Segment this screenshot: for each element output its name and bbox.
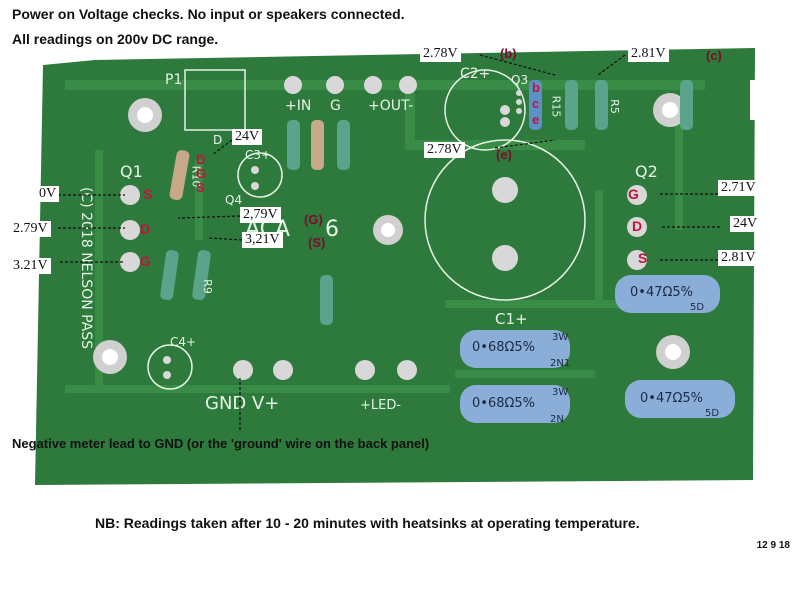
- footer-note: NB: Readings taken after 10 - 20 minutes…: [95, 515, 640, 531]
- capacitor-outline-c3: [237, 152, 283, 198]
- silk-led: +LED-: [360, 398, 402, 413]
- pin-q4-g: G: [196, 166, 207, 181]
- silk-r9: R9: [200, 279, 214, 294]
- resistor-code-right-bottom: 5D: [705, 408, 720, 419]
- silk-c2: C2+: [460, 66, 491, 82]
- silk-aca-num: 6: [325, 217, 339, 242]
- pin-q2-s: S: [638, 250, 648, 266]
- pin-q4-d: D: [196, 152, 206, 167]
- reading-q4-d: 24V: [232, 129, 263, 145]
- pin-q3-e: e: [532, 112, 540, 127]
- silk-r5: R5: [607, 99, 621, 114]
- silk-q1: Q1: [120, 162, 143, 181]
- pcb-board: P1 +IN G +OUT- C2+ Q3 Q1 Q2 Q4 D C3+ C1+…: [35, 40, 755, 485]
- reading-c: 2.81V: [628, 46, 669, 62]
- pin-q1-s: S: [143, 186, 153, 202]
- resistor-mark-right-top: 0•47Ω5%: [630, 285, 694, 300]
- resistor-mark-bottom: 0•68Ω5%: [472, 396, 536, 411]
- reading-e: 2.78V: [424, 142, 465, 158]
- pin-paren-c: (c): [706, 48, 722, 63]
- resistor-code-top: 2N1: [550, 358, 571, 369]
- silk-q4: Q4: [225, 193, 243, 207]
- pin-q3-b: b: [532, 80, 540, 95]
- reading-q1-d: 2.79V: [10, 221, 51, 237]
- ground-note: Negative meter lead to GND (or the 'grou…: [12, 436, 430, 451]
- pin-q1-g: G: [140, 253, 151, 269]
- pcb-graphic: [35, 48, 755, 485]
- capacitor-outline-c4: [147, 344, 193, 390]
- blank-label-right: [750, 80, 800, 120]
- pin-paren-g: (G): [304, 212, 323, 227]
- silk-copyright: (C) 2018 NELSON PASS: [78, 186, 95, 350]
- silk-p1: P1: [165, 72, 183, 88]
- resistor-mark-top: 0•68Ω5%: [472, 340, 536, 355]
- silk-c4: C4+: [170, 335, 197, 349]
- pads: [120, 76, 647, 380]
- silk-g: G: [330, 98, 341, 114]
- date-stamp: 12 9 18: [756, 540, 790, 551]
- reading-q4-s: 3,21V: [242, 232, 283, 248]
- silk-r15: R15: [549, 95, 563, 118]
- silk-q3: Q3: [511, 73, 529, 87]
- pin-q1-d: D: [140, 221, 151, 237]
- reading-q1-g: 3.21V: [10, 258, 51, 274]
- header-line-1: Power on Voltage checks. No input or spe…: [12, 6, 405, 22]
- reading-b: 2.78V: [420, 46, 461, 62]
- silk-gnd-v: GND V+: [205, 393, 280, 414]
- reading-q4-g: 2,79V: [240, 207, 281, 223]
- silk-c3: C3+: [245, 148, 272, 162]
- pin-paren-b: (b): [500, 46, 517, 61]
- mounting-holes: [93, 93, 690, 374]
- header-line-2: All readings on 200v DC range.: [12, 31, 219, 47]
- power-resistors: [460, 275, 735, 423]
- p1-outline: [184, 69, 246, 131]
- silk-c1: C1+: [495, 310, 528, 328]
- reading-q1-s: 0V: [36, 186, 60, 202]
- reading-q2-d: 24V: [730, 216, 761, 232]
- silk-in: +IN: [285, 98, 312, 114]
- resistor-code-bottom: 2N: [550, 414, 564, 425]
- reading-q2-s: 2.81V: [718, 250, 759, 266]
- pin-paren-e: (e): [496, 147, 512, 162]
- resistor-code-right-top: 5D: [690, 302, 705, 313]
- blank-label-left: [10, 130, 40, 158]
- silk-q2: Q2: [635, 162, 658, 181]
- small-resistors: [160, 80, 693, 325]
- reading-q2-g: 2.71V: [718, 180, 759, 196]
- silk-out: +OUT-: [368, 98, 414, 114]
- resistor-watt-bottom: 3W: [552, 387, 569, 398]
- pin-q4-s: S: [196, 180, 205, 195]
- resistor-mark-right-bottom: 0•47Ω5%: [640, 391, 704, 406]
- pin-q2-g: G: [628, 186, 639, 202]
- pin-q3-c: c: [532, 96, 540, 111]
- resistor-watt-top: 3W: [552, 332, 569, 343]
- pin-paren-s: (S): [308, 235, 326, 250]
- pin-q2-d: D: [632, 218, 643, 234]
- silk-d: D: [213, 133, 223, 147]
